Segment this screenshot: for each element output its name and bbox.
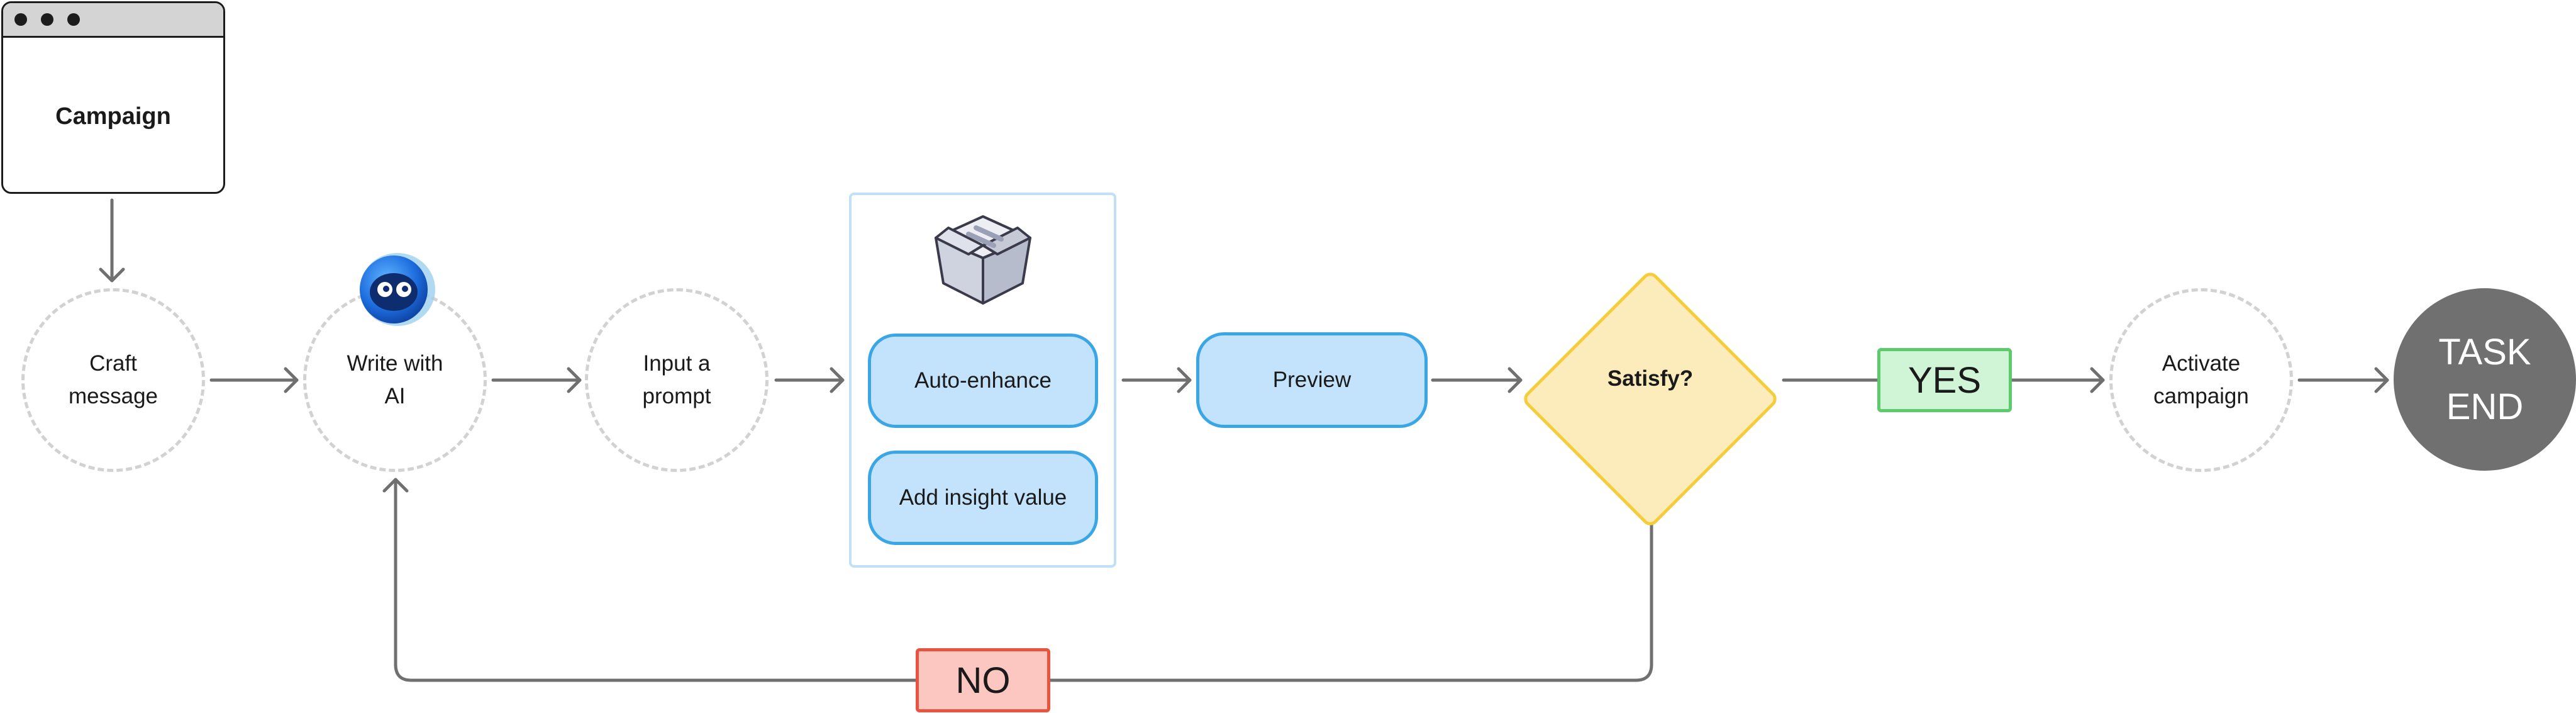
arrowhead-write-to-input [567, 367, 582, 393]
node-input-prompt: Input a prompt [585, 288, 769, 472]
open-box-icon [935, 215, 1031, 305]
task-end-line: TASK [2438, 332, 2531, 373]
window-title-bar [3, 3, 223, 38]
campaign-title: Campaign [55, 103, 171, 130]
arrowhead-container-to-preview [1177, 367, 1192, 393]
task-end-node: TASK END [2394, 288, 2576, 471]
no-label: NO [916, 648, 1050, 712]
arrowhead-activate-to-end [2374, 367, 2389, 393]
loop-no-to-write [394, 478, 918, 682]
arrowhead-yes-to-activate [2090, 367, 2105, 393]
task-end-line: END [2446, 386, 2524, 427]
arrowhead-craft-to-write [284, 367, 299, 393]
yes-label: YES [1877, 348, 2012, 412]
node-label-line: Craft [89, 351, 137, 376]
node-label-line: Input a [643, 351, 711, 376]
window-dot-icon [41, 13, 53, 26]
arrowhead-campaign-to-craft [99, 267, 125, 283]
decision-label: Satisfy? [1607, 366, 1694, 391]
arrowhead-loop-to-write [382, 478, 409, 493]
node-label-line: campaign [2153, 384, 2249, 408]
preview-button[interactable]: Preview [1196, 332, 1428, 428]
node-label-line: Activate [2162, 351, 2241, 376]
loop-decision-to-no [1048, 509, 1653, 682]
add-insight-value-button[interactable]: Add insight value [868, 451, 1098, 545]
auto-enhance-button[interactable]: Auto-enhance [868, 334, 1098, 428]
node-label-line: prompt [642, 384, 711, 408]
window-dot-icon [14, 13, 27, 26]
arrowhead-input-to-container [830, 367, 845, 393]
node-activate-campaign: Activate campaign [2109, 288, 2293, 472]
node-label-line: message [68, 384, 158, 408]
window-dot-icon [67, 13, 80, 26]
node-craft-message: Craft message [21, 288, 205, 472]
campaign-window-node: Campaign [1, 1, 225, 194]
node-label-line: Write with [347, 351, 443, 376]
node-label-line: AI [384, 384, 406, 408]
arrowhead-preview-to-decision [1507, 367, 1523, 393]
ai-robot-icon [360, 253, 435, 326]
